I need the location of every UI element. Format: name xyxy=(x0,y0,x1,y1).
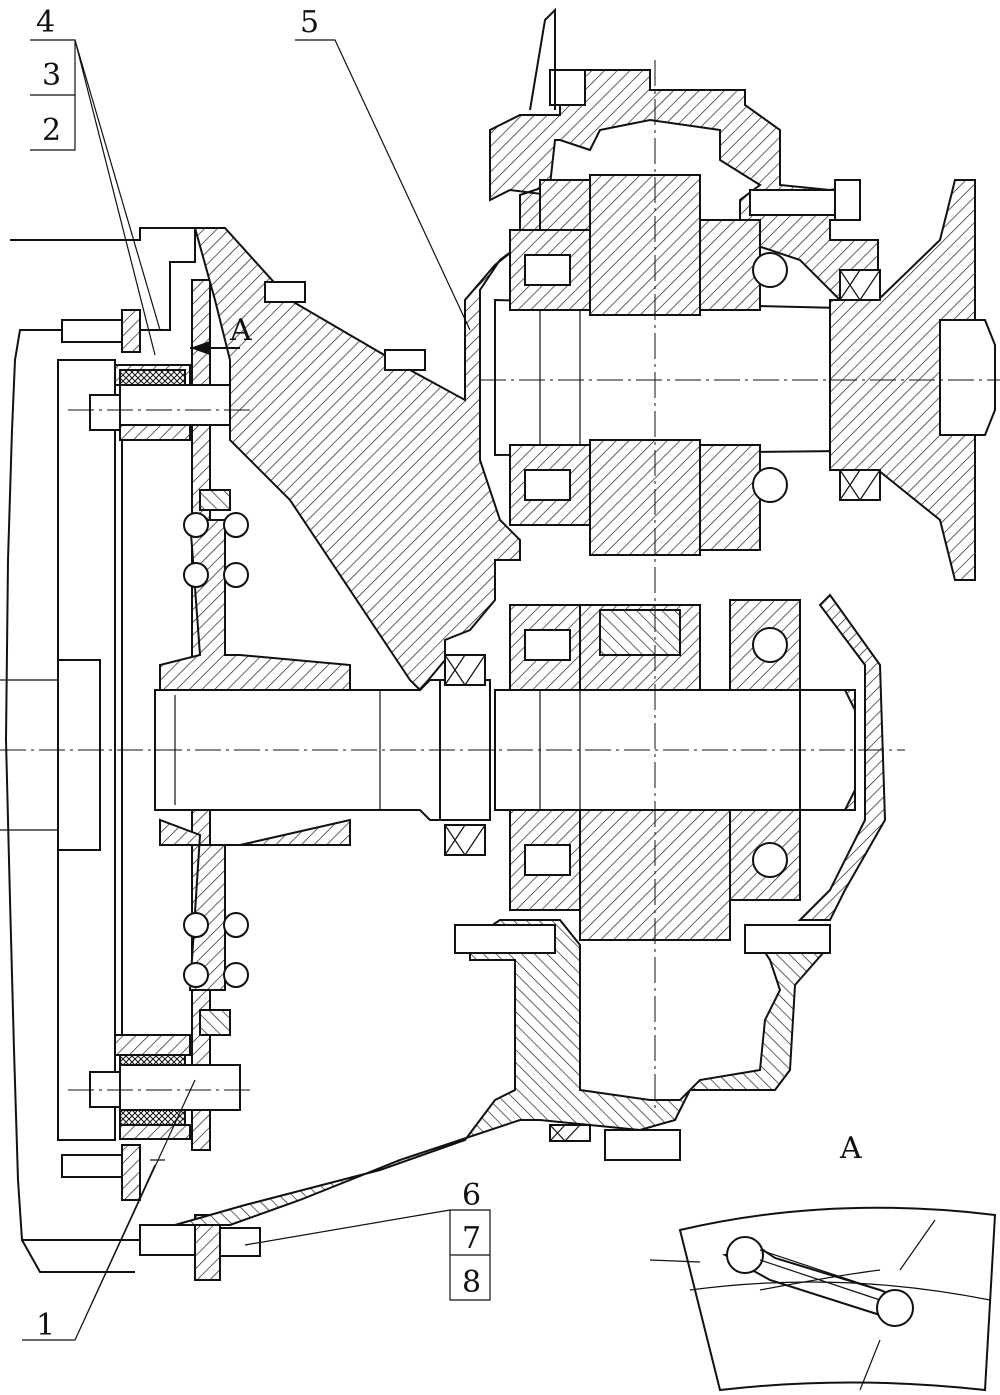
callout-3: 3 xyxy=(42,58,61,93)
callout-2: 2 xyxy=(42,113,61,148)
center-lines xyxy=(0,60,1000,1110)
bearings xyxy=(524,252,788,878)
spring-balls xyxy=(183,512,249,988)
callout-8: 8 xyxy=(462,1265,481,1300)
callout-1: 1 xyxy=(36,1308,55,1343)
view-arrow xyxy=(190,341,240,355)
callout-5: 5 xyxy=(300,5,319,40)
detail-view-a xyxy=(649,1206,997,1392)
callout-7: 7 xyxy=(462,1221,481,1256)
callout-leaders xyxy=(22,39,491,1341)
callout-6: 6 xyxy=(462,1178,481,1213)
oil-seals xyxy=(444,269,881,1142)
input-flange xyxy=(154,519,491,991)
flywheel-bolts xyxy=(61,309,261,1281)
flywheel-housing xyxy=(0,227,196,1273)
callout-4: 4 xyxy=(36,5,55,40)
view-a-title: A xyxy=(839,1131,862,1166)
view-arrow-label: A xyxy=(229,313,252,348)
housing-bolts xyxy=(264,7,861,1161)
